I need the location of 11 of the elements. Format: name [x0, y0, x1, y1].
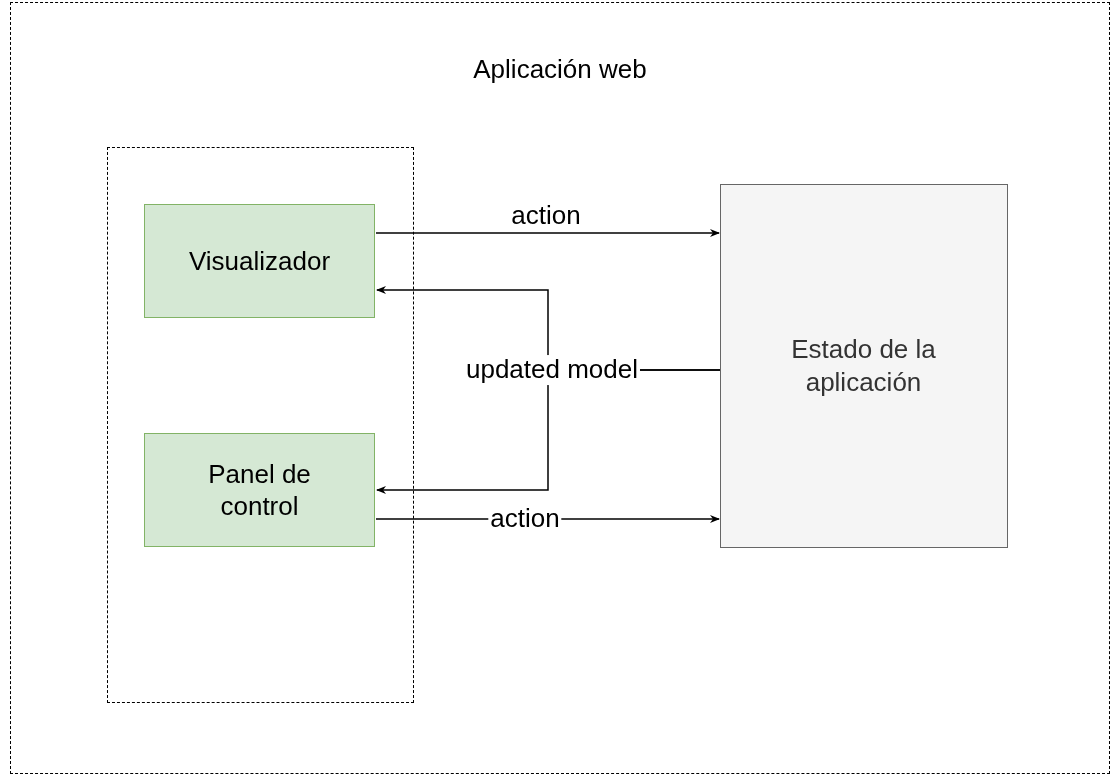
container-title: Aplicación web [473, 53, 647, 86]
state-box [719, 183, 1008, 548]
box-label: Visualizador [188, 244, 331, 278]
edge-label: updated model [464, 355, 640, 385]
dashed-group-box [106, 146, 414, 703]
component-box [144, 433, 375, 547]
arrow [375, 229, 720, 237]
component-box [144, 204, 375, 318]
dashed-container [10, 2, 1110, 774]
box-label: Estado de la aplicación [790, 333, 937, 398]
box-label: Panel de control [207, 457, 312, 523]
